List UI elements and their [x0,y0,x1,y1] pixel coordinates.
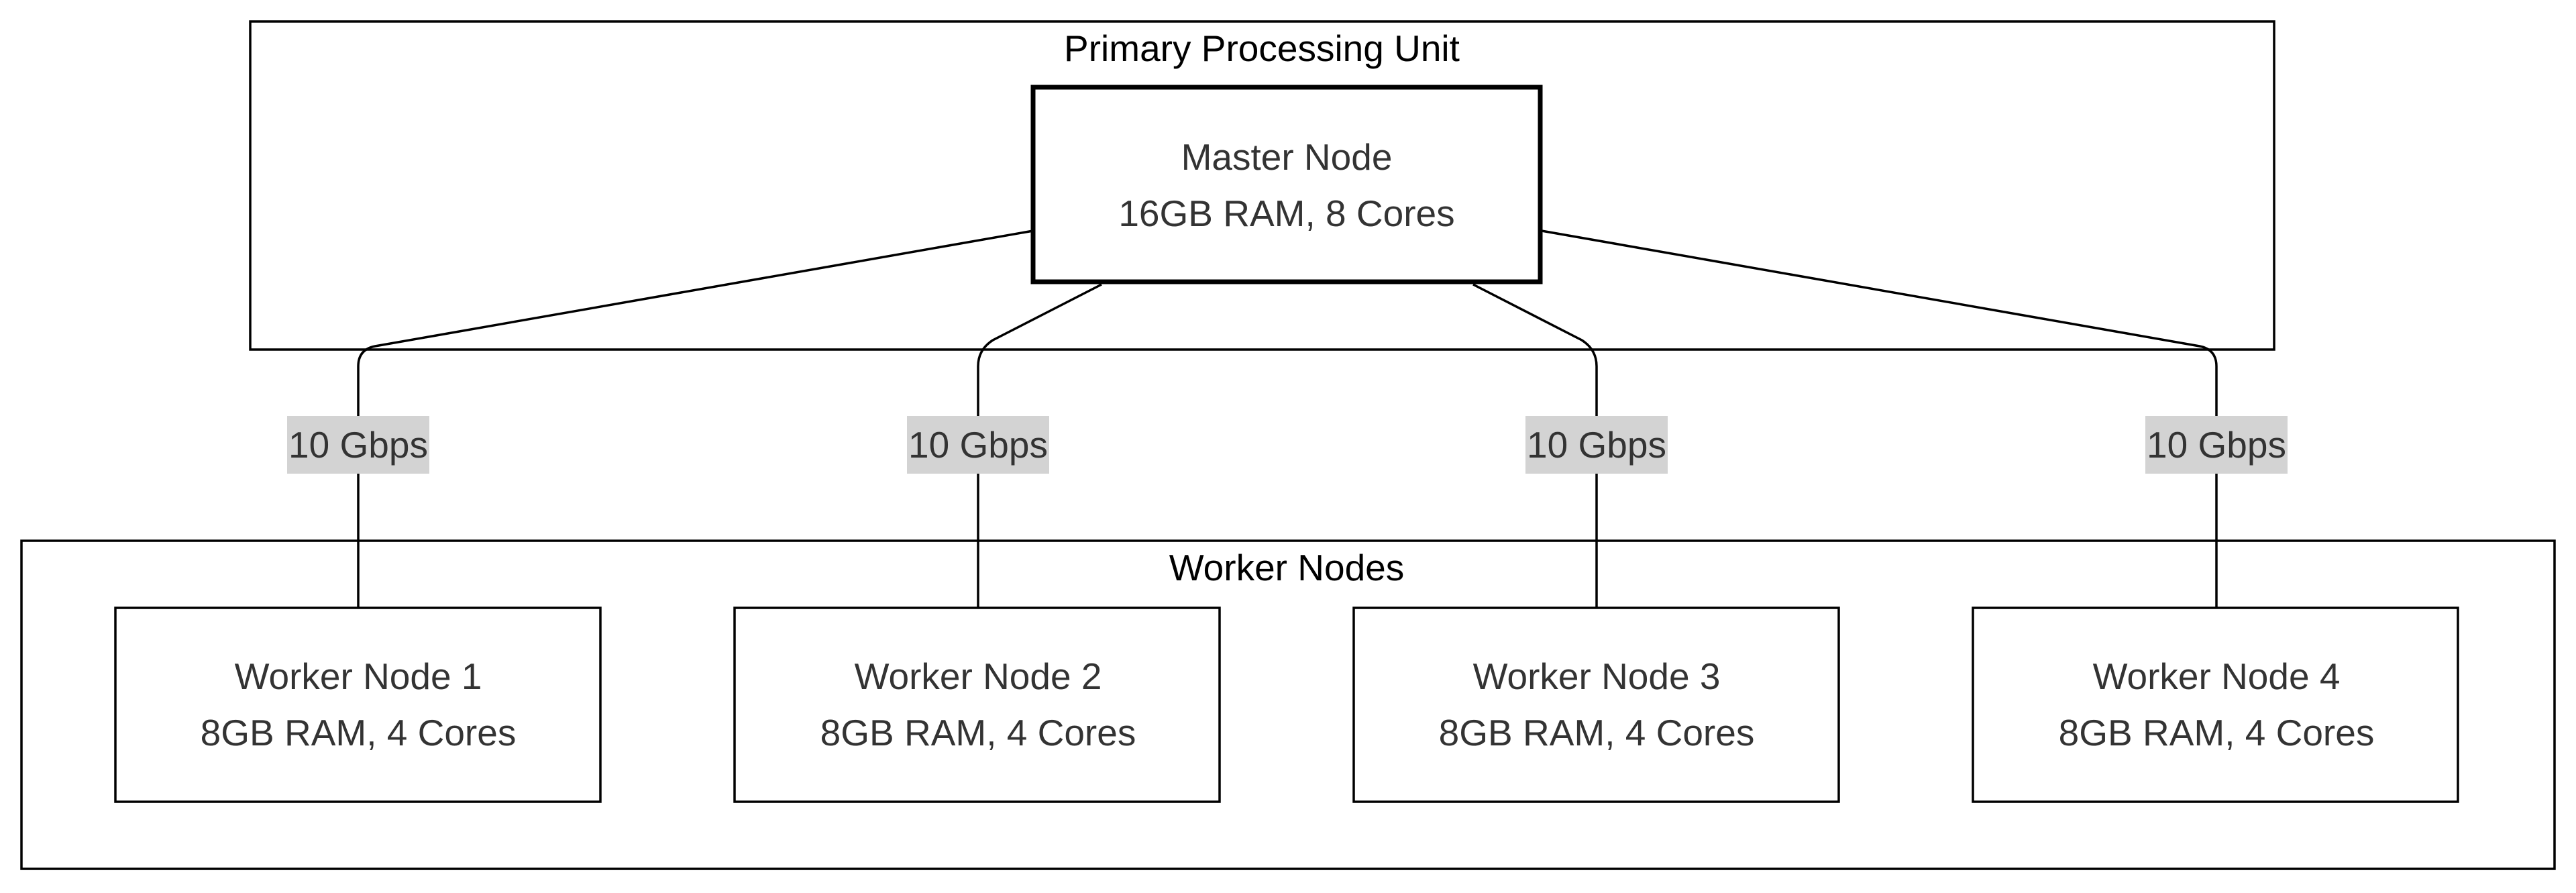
link-label-2-background [907,416,1049,474]
link-label-3-text: 10 Gbps [1527,424,1666,466]
worker-node-4[interactable]: Worker Node 4 8GB RAM, 4 Cores [1972,607,2459,803]
worker-node-3[interactable]: Worker Node 3 8GB RAM, 4 Cores [1352,607,1840,803]
worker-node-1-title: Worker Node 1 [235,655,482,697]
primary-cluster-label: Primary Processing Unit [1064,28,1460,69]
worker-node-4-box[interactable] [1972,607,2459,803]
link-master-worker-4 [1541,229,2218,609]
worker-node-2[interactable]: Worker Node 2 8GB RAM, 4 Cores [733,607,1221,803]
link-label-1-background [287,416,429,474]
worker-node-4-specs: 8GB RAM, 4 Cores [2059,712,2375,753]
worker-node-1[interactable]: Worker Node 1 8GB RAM, 4 Cores [114,607,602,803]
link-label-2-text: 10 Gbps [908,424,1048,466]
link-label-3: 10 Gbps [1525,416,1668,474]
master-node-box[interactable] [1030,85,1543,284]
link-master-worker-1 [357,229,1034,609]
worker-node-1-specs: 8GB RAM, 4 Cores [201,712,517,753]
link-label-1: 10 Gbps [287,416,429,474]
master-node-specs: 16GB RAM, 8 Cores [1118,193,1454,234]
link-label-1-text: 10 Gbps [288,424,428,466]
link-label-3-background [1525,416,1668,474]
worker-node-2-specs: 8GB RAM, 4 Cores [820,712,1136,753]
links [357,229,2218,609]
worker-node-3-title: Worker Node 3 [1473,655,1721,697]
link-label-4-background [2145,416,2288,474]
worker-cluster-label: Worker Nodes [1169,547,1405,588]
link-label-4: 10 Gbps [2145,416,2288,474]
link-master-worker-3 [1472,283,1598,609]
master-node-title: Master Node [1181,136,1393,178]
link-master-worker-2 [977,283,1102,609]
worker-node-4-title: Worker Node 4 [2093,655,2341,697]
link-label-2: 10 Gbps [907,416,1049,474]
link-label-4-text: 10 Gbps [2147,424,2286,466]
worker-node-1-box[interactable] [114,607,602,803]
worker-node-3-specs: 8GB RAM, 4 Cores [1439,712,1755,753]
worker-node-2-box[interactable] [733,607,1221,803]
worker-node-3-box[interactable] [1352,607,1840,803]
master-node[interactable]: Master Node 16GB RAM, 8 Cores [1030,85,1543,284]
worker-node-2-title: Worker Node 2 [855,655,1102,697]
